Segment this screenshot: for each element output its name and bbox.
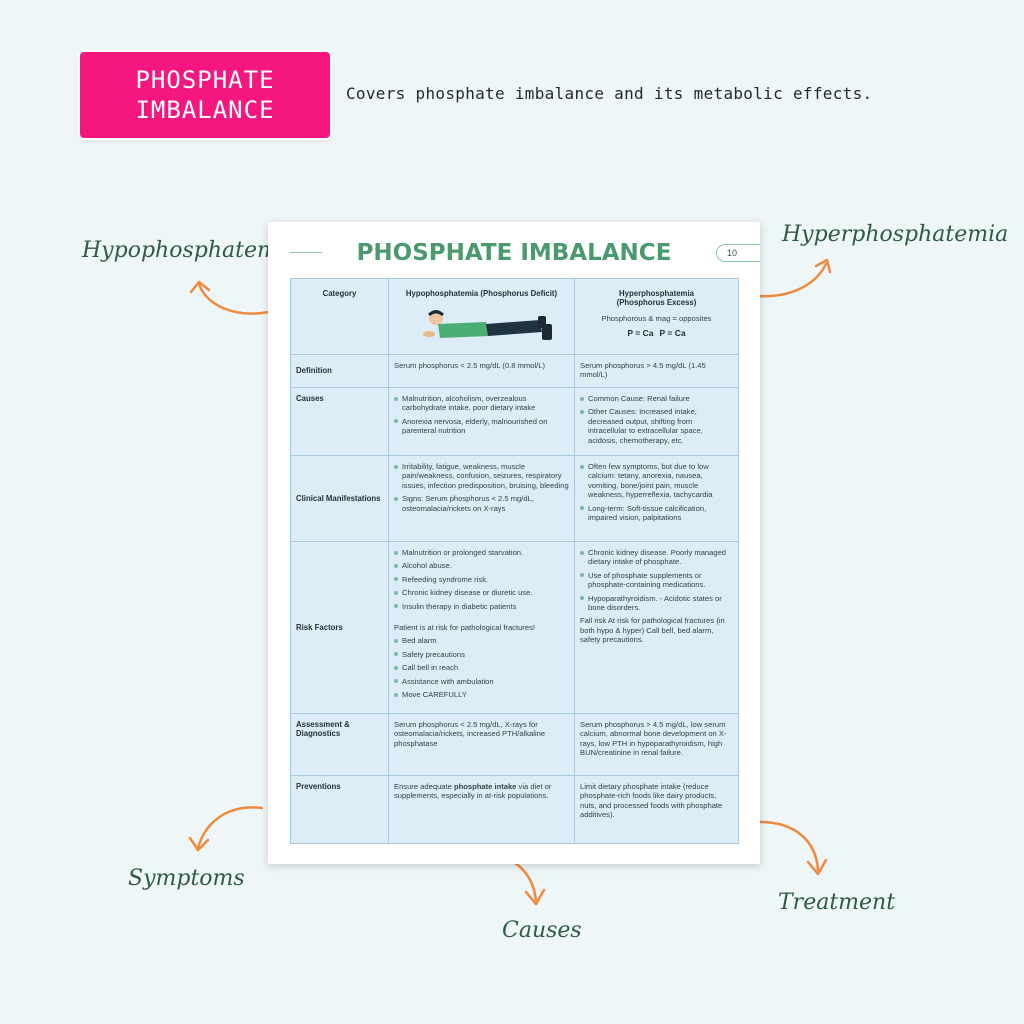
table-row-preventions: Preventions Ensure adequate phosphate in…: [291, 776, 738, 843]
title-badge: PHOSPHATE IMBALANCE: [80, 52, 330, 138]
list-item: Chronic kidney disease or diuretic use.: [394, 588, 569, 597]
causes-hypo: Malnutrition, alcoholism, overzealous ca…: [389, 388, 575, 455]
list-item: Bed alarm: [394, 636, 569, 645]
list-item: Alcohol abuse.: [394, 561, 569, 570]
header-hyper-note: Phosphorous & mag = opposites: [601, 313, 712, 323]
callout-hyperphosphatemia: Hyperphosphatemia: [782, 222, 1009, 247]
phosphorus-calcium-formula: P = Ca P = Ca: [580, 328, 733, 339]
callout-symptoms: Symptoms: [128, 866, 245, 891]
arrow-hyper-icon: [754, 258, 832, 298]
list-item: Move CAREFULLY: [394, 690, 569, 699]
row-label-preventions: Preventions: [291, 776, 389, 843]
risk-hypo: Malnutrition or prolonged starvation. Al…: [389, 542, 575, 713]
list-item: Refeeding syndrome risk.: [394, 575, 569, 584]
risk-hyper: Chronic kidney disease. Poorly managed d…: [575, 542, 738, 713]
header-hypo: Hypophosphatemia (Phosphorus Deficit): [405, 289, 558, 298]
definition-hypo: Serum phosphorus < 2.5 mg/dL (0.8 mmol/L…: [389, 355, 575, 387]
header-hyper-line-1: Hyperphosphatemia: [619, 289, 694, 298]
definition-hyper: Serum phosphorus > 4.5 mg/dL (1.45 mmol/…: [580, 361, 706, 380]
row-label-assessment: Assessment & Diagnostics: [291, 714, 389, 775]
arrow-hypo-icon: [189, 280, 271, 315]
worksheet-preview: PHOSPHATE IMBALANCE 10 Category Hypophos…: [268, 222, 760, 864]
list-item: Malnutrition or prolonged starvation.: [394, 548, 569, 557]
causes-hyper: Common Cause: Renal failure Other Causes…: [575, 388, 738, 455]
list-item: Use of phosphate supplements or phosphat…: [580, 571, 733, 590]
table-row-assessment: Assessment & Diagnostics Serum phosphoru…: [291, 714, 738, 776]
formula-right: P = Ca: [659, 328, 686, 339]
formula-left: P = Ca: [627, 328, 654, 339]
header-category: Category: [291, 279, 389, 354]
callout-treatment: Treatment: [778, 890, 896, 915]
table-row-causes: Causes Malnutrition, alcoholism, overzea…: [291, 388, 738, 456]
list-item: Assistance with ambulation: [394, 677, 569, 686]
row-label-risk: Risk Factors: [291, 542, 389, 713]
assessment-hypo: Serum phosphorus < 2.5 mg/dL, X-rays for…: [389, 714, 575, 775]
arrow-symptoms-icon: [188, 806, 264, 852]
list-item: Anorexia nervosa, elderly, malnourished …: [394, 417, 569, 436]
table-row-definition: Definition Serum phosphorus < 2.5 mg/dL …: [291, 355, 738, 388]
assessment-hyper: Serum phosphorus > 4.5 mg/dL, low serum …: [580, 720, 727, 758]
prevention-hypo: Ensure adequate phosphate intake via die…: [389, 776, 575, 843]
list-item: Safety precautions: [394, 650, 569, 659]
list-item: Call bell in reach: [394, 663, 569, 672]
list-item: Other Causes: Increased intake, decrease…: [580, 407, 733, 445]
header-hypo-cell: Hypophosphatemia (Phosphorus Deficit): [389, 279, 575, 354]
list-item: Irritability, fatigue, weakness, muscle …: [394, 462, 569, 490]
page-number: 10: [727, 248, 738, 258]
clinical-hypo: Irritability, fatigue, weakness, muscle …: [389, 456, 575, 541]
row-label-causes: Causes: [291, 388, 389, 455]
list-item: Chronic kidney disease. Poorly managed d…: [580, 548, 733, 567]
prevention-hyper: Limit dietary phosphate intake (reduce p…: [580, 782, 723, 820]
badge-line-2: IMBALANCE: [135, 96, 275, 124]
header-hyper-line-2: (Phosphorus Excess): [616, 298, 697, 308]
list-item: Signs: Serum phosphorus < 2.5 mg/dL, ost…: [394, 494, 569, 513]
callout-hypophosphatemia: Hypophosphatemia: [82, 238, 298, 263]
page-number-tab: 10: [716, 244, 760, 262]
arrow-treatment-icon: [758, 820, 828, 876]
list-item: Common Cause: Renal failure: [580, 394, 733, 403]
sheet-title: PHOSPHATE IMBALANCE: [356, 240, 672, 266]
header-hyper-cell: Hyperphosphatemia (Phosphorus Excess) Ph…: [575, 279, 738, 354]
badge-line-1: PHOSPHATE: [135, 66, 275, 94]
table-header-row: Category Hypophosphatemia (Phosphorus De…: [291, 279, 738, 355]
row-label-clinical: Clinical Manifestations: [291, 456, 389, 541]
clinical-hyper: Often few symptoms, but due to low calci…: [575, 456, 738, 541]
table-row-clinical-manifestations: Clinical Manifestations Irritability, fa…: [291, 456, 738, 542]
list-item: Insulin therapy in diabetic patients: [394, 602, 569, 611]
person-lying-icon: [423, 310, 552, 341]
callout-causes: Causes: [502, 918, 582, 943]
tagline: Covers phosphate imbalance and its metab…: [346, 84, 873, 103]
risk-hyper-note: Fall risk At risk for pathological fract…: [580, 616, 725, 645]
title-rule-left: [290, 252, 322, 253]
list-item: Often few symptoms, but due to low calci…: [580, 462, 733, 500]
risk-hypo-note: Patient is at risk for pathological frac…: [394, 623, 535, 633]
list-item: Malnutrition, alcoholism, overzealous ca…: [394, 394, 569, 413]
table-row-risk-factors: Risk Factors Malnutrition or prolonged s…: [291, 542, 738, 714]
list-item: Hypoparathyroidism. - Acidotic states or…: [580, 594, 733, 613]
row-label-definition: Definition: [291, 355, 389, 387]
list-item: Long-term: Soft-tissue calcification, im…: [580, 504, 733, 523]
comparison-table: Category Hypophosphatemia (Phosphorus De…: [290, 278, 739, 844]
